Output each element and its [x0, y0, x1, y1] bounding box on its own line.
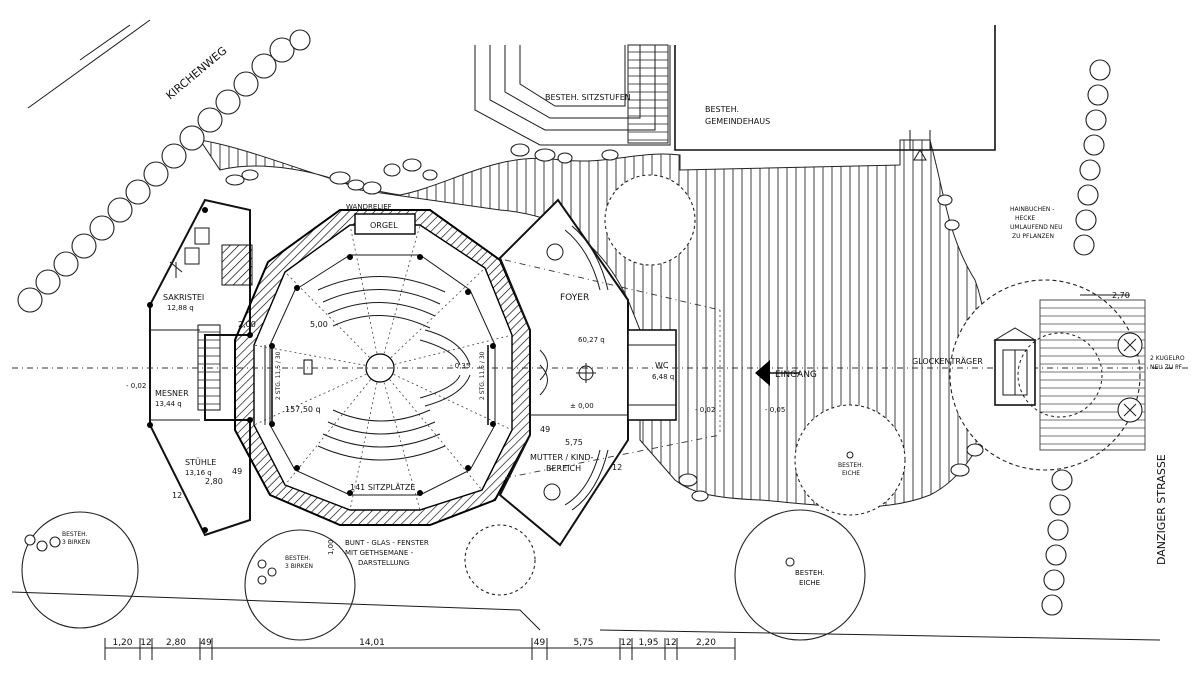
radial-lines — [253, 224, 513, 511]
landscape-layer — [11, 19, 1161, 641]
dimension-label: 2,80 — [166, 638, 186, 648]
eiche-big-label-1: BESTEH. — [795, 569, 825, 577]
sitzplaetze-label: 141 SITZPLÄTZE — [350, 482, 415, 492]
dim-12-b: 12 — [612, 463, 622, 472]
tree-foyer — [604, 174, 696, 266]
eingang-label: EINGANG — [775, 370, 817, 380]
wc-area: 6,48 q — [652, 373, 674, 381]
property-boundary — [11, 591, 1161, 641]
hainbuchen-label-1: HAINBUCHEN - — [1010, 206, 1054, 213]
glasfenster-label-3: DARSTELLUNG — [358, 559, 409, 567]
sakristei-label: SAKRISTEI — [163, 293, 204, 302]
boulders — [225, 143, 984, 502]
dim-2-80: 2,80 — [205, 477, 223, 486]
birch-group-middle — [244, 529, 356, 641]
oak-small — [794, 404, 906, 516]
eiche-small-label-1: BESTEH. — [838, 462, 864, 469]
dimension-label: 1,95 — [638, 638, 658, 648]
dimension-label: 5,75 — [573, 638, 593, 648]
mutter-kind-label-2: BEREICH — [546, 464, 581, 473]
birken-mid-label-2: 3 BIRKEN — [285, 563, 313, 570]
hainbuchen-label-3: UMLAUFEND NEU — [1010, 224, 1062, 231]
dim-5-00: 5,00 — [310, 320, 328, 329]
dimension-label: 12 — [620, 638, 631, 648]
birken-left-label-2: 3 BIRKEN — [62, 539, 90, 546]
sakristei-area: 12,88 q — [167, 304, 194, 312]
mutter-kind-label-1: MUTTER / KIND- — [530, 453, 594, 462]
mesner-area: 13,44 q — [155, 400, 182, 408]
wc-label: WC — [655, 361, 669, 370]
foyer-area: 60,27 q — [578, 336, 605, 344]
glasfenster-label-2: MIT GETHSEMANE - — [345, 549, 414, 557]
birken-mid-label-1: BESTEH. — [285, 555, 311, 562]
kugelrobinien-label-2: NEU ZU PF — [1150, 364, 1183, 371]
eiche-small-label-2: EICHE — [842, 470, 860, 477]
hainbuchen-label-2: HECKE — [1015, 215, 1035, 222]
dim-12-a: 12 — [172, 491, 182, 500]
kirchenweg-edge-line — [79, 24, 131, 61]
glasfenster-label-1: BUNT - GLAS - FENSTER — [345, 539, 429, 547]
mesner-level: - 0,02 — [126, 382, 146, 390]
glockentraeger-label: GLOCKENTRÄGER — [912, 356, 983, 366]
kirchenweg-edge-line — [27, 19, 151, 109]
outside-level-1: - 0,02 — [695, 406, 715, 414]
sitzstufen-label: BESTEH. SITZSTUFEN — [545, 93, 631, 102]
stuehle-label: STÜHLE — [185, 457, 216, 467]
hedge-row-danziger-strasse — [1041, 59, 1111, 616]
tree-mutter-kind — [464, 524, 536, 596]
mesner-label: MESNER — [155, 389, 189, 398]
gemeindehaus-label-2: GEMEINDEHAUS — [705, 117, 770, 126]
hedge-row-kirchenweg — [17, 29, 311, 313]
nave-area: 157,50 q — [285, 405, 321, 414]
danziger-strasse-label: DANZIGER STRASSE — [1155, 454, 1168, 565]
bell-tower — [993, 294, 1146, 451]
dim-49-a: 49 — [232, 467, 242, 476]
dim-1-00: 1,00 — [327, 539, 335, 555]
altar-circle — [365, 353, 395, 383]
dimension-label: 49 — [534, 638, 546, 648]
dimension-label: 12 — [140, 638, 151, 648]
dimension-label: 14,01 — [359, 638, 385, 648]
stuehle-area: 13,16 q — [185, 469, 212, 477]
hainbuchen-label-4: ZU PFLANZEN — [1012, 233, 1054, 240]
orgel-label: ORGEL — [370, 221, 398, 230]
entrance-arrow — [755, 360, 770, 386]
foyer-label: FOYER — [560, 293, 589, 303]
seating-north — [317, 276, 471, 366]
foyer-outline — [498, 198, 629, 547]
dimension-label: 49 — [200, 638, 212, 648]
dim-5-75: 5,75 — [565, 438, 583, 447]
outside-level-2: - 0,05 — [765, 406, 785, 414]
dimension-label: 12 — [665, 638, 676, 648]
wandrelief-label: WANDRELIEF — [346, 203, 392, 211]
kugelrobinien-label-1: 2 KUGELRO — [1150, 355, 1185, 362]
organ-box — [354, 213, 416, 235]
dim-2-70: 2,70 — [1112, 291, 1130, 300]
dim-2-00: 2,00 — [238, 320, 256, 329]
gemeindehaus-label-1: BESTEH. — [705, 105, 739, 114]
gemeindehaus-existing — [474, 25, 996, 161]
dimension-label: 1,20 — [112, 638, 132, 648]
dimension-label: 2,20 — [696, 638, 716, 648]
dim-49-b: 49 — [540, 425, 550, 434]
birch-group-left — [21, 511, 139, 629]
stufen-right-label: 2 STG. 11,5 / 30 — [479, 351, 486, 400]
foyer-level: ± 0,00 — [570, 402, 594, 410]
church-building — [12, 198, 1190, 547]
dimension-chain: 1,20 12 2,80 49 14,01 49 5,75 12 1,95 12 2,20 — [104, 638, 736, 660]
eiche-big-label-2: EICHE — [799, 579, 820, 587]
birken-left-label-1: BESTEH. — [62, 531, 88, 538]
seating-south — [317, 374, 471, 461]
nave-level: - 0,35 — [450, 362, 470, 370]
stufen-left-label: 2 STG. 11,5 / 30 — [275, 351, 282, 400]
ambo — [303, 359, 313, 375]
oak-large — [734, 509, 866, 641]
